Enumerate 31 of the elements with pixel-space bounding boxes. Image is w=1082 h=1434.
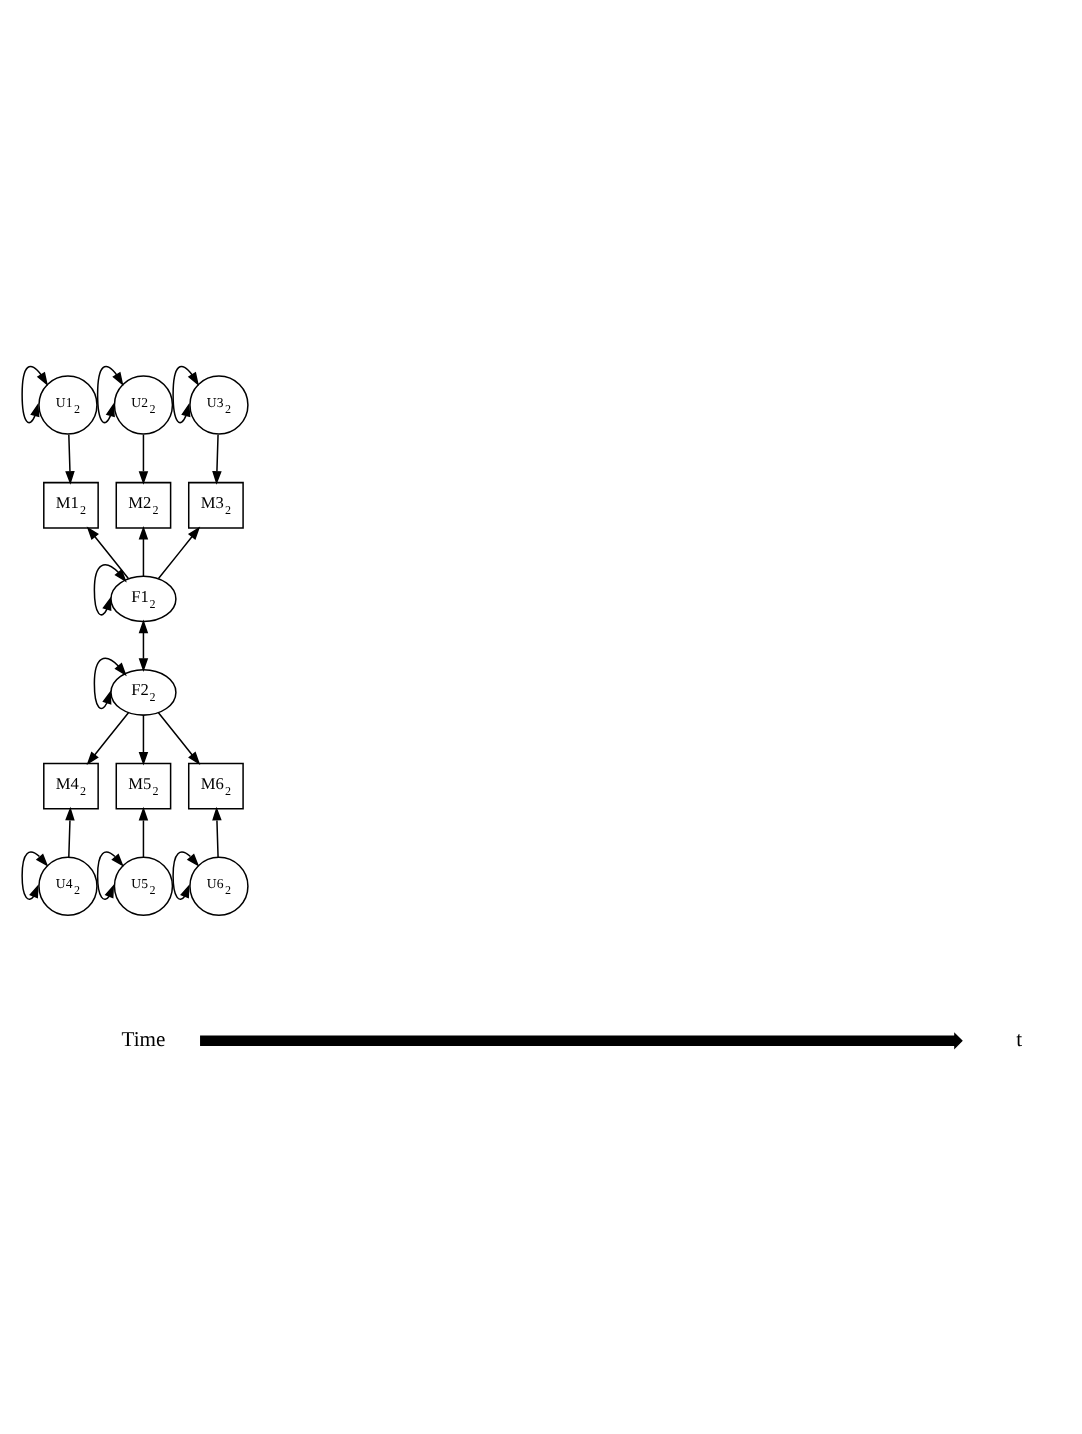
arrow: [138, 433, 149, 485]
arrow: [138, 525, 149, 577]
label: Time: [121, 1030, 166, 1053]
arrow: [157, 526, 201, 580]
arrow: [138, 619, 149, 672]
arrow: [86, 526, 130, 580]
arrow: [212, 806, 222, 858]
arrow: [65, 433, 75, 485]
node-box: M4$_{2}$: [43, 762, 99, 810]
arrow: [93, 564, 127, 616]
node-ellipse: F1$_{2}$: [110, 575, 177, 623]
arrow: [212, 433, 222, 485]
node-ellipse: F2$_{2}$: [110, 669, 177, 716]
arrow: [96, 365, 124, 424]
arrow: [138, 714, 149, 766]
arrow: [96, 851, 124, 901]
arrow: [172, 851, 200, 901]
label: t: [1016, 1030, 1023, 1053]
arrow: [93, 657, 127, 710]
arrow: [157, 712, 201, 766]
node-box: M1$_{2}$: [43, 481, 99, 529]
node-box: M6$_{2}$: [187, 762, 244, 810]
arrow: [65, 806, 75, 858]
arrow: [21, 365, 48, 424]
arrow: [138, 806, 149, 858]
node-box: M5$_{2}$: [115, 762, 172, 810]
node-box: M3$_{2}$: [187, 481, 244, 529]
arrow: [172, 365, 199, 424]
arrow: [21, 851, 49, 901]
node-box: M2$_{2}$: [115, 481, 172, 529]
arrow: [86, 712, 130, 766]
